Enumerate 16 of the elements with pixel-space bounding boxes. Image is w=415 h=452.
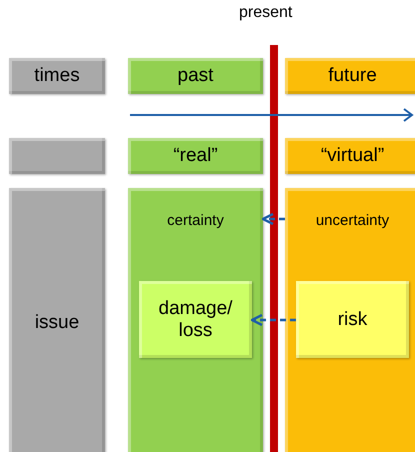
column-panel [285, 188, 415, 452]
dashed-arrow [250, 314, 296, 326]
dashed-arrow [262, 212, 285, 226]
column-heading: certainty [166, 211, 225, 231]
label-box: future [285, 58, 415, 94]
column-panel [128, 188, 263, 452]
label-box: issue [9, 188, 105, 452]
label-box: “virtual” [285, 138, 415, 174]
label-box: past [128, 58, 263, 94]
present-label: present [239, 4, 292, 22]
empty-box [9, 138, 105, 174]
column-heading: uncertainty [314, 211, 390, 231]
label-box: risk [296, 281, 409, 358]
label-box: times [9, 58, 105, 94]
label-box: “real” [128, 138, 263, 174]
label-box: damage/ loss [139, 281, 252, 358]
